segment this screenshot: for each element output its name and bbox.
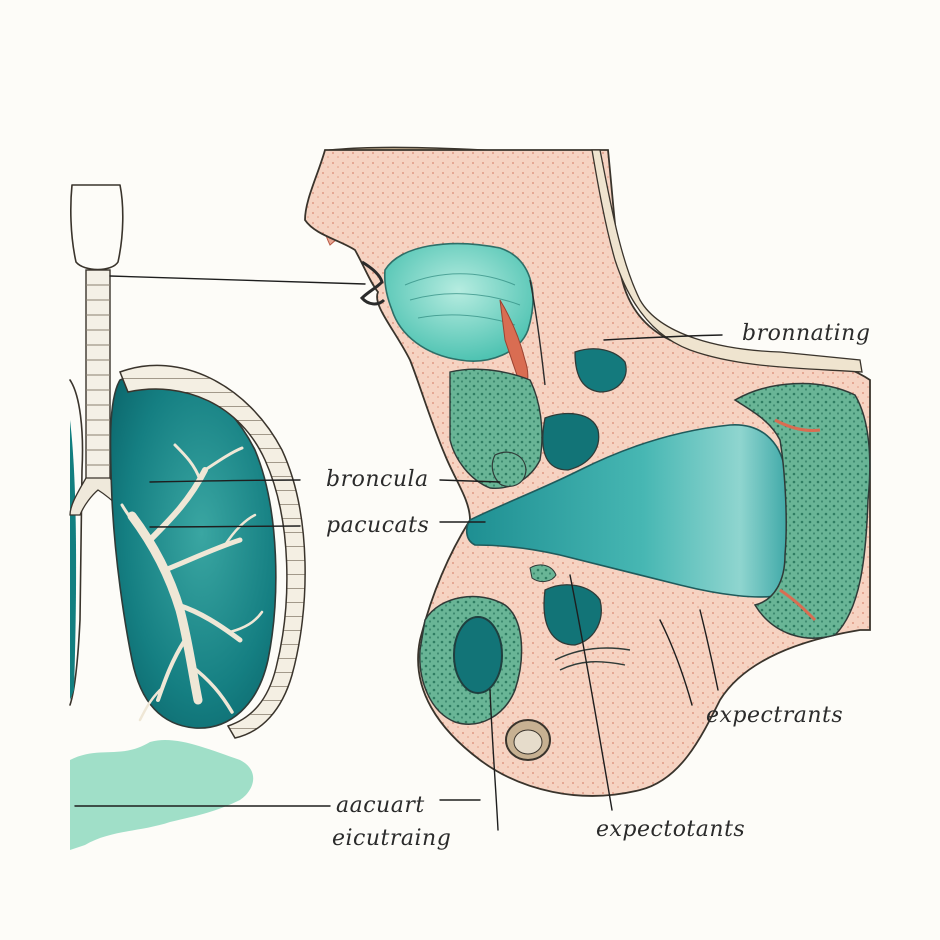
lips	[359, 260, 386, 306]
lung-figure	[69, 184, 306, 850]
tissue-lobe-right	[733, 382, 871, 639]
label-broncula: broncula	[326, 467, 429, 492]
right-lung	[109, 373, 277, 729]
label-aacuart: aacuart	[336, 793, 425, 818]
tissue-nodule	[491, 451, 527, 488]
left-lung-edge	[69, 379, 84, 706]
neck-band	[591, 149, 863, 373]
label-expectrants: expectrants	[706, 703, 843, 728]
air-pocket-upper	[574, 348, 627, 393]
leader-lines	[74, 275, 723, 831]
lower-air-hole	[453, 616, 503, 694]
label-bronnating: bronnating	[742, 321, 870, 346]
label-pacucats: pacucats	[326, 513, 429, 538]
air-pocket-mid	[542, 412, 600, 471]
bronchial-tree	[120, 443, 264, 722]
air-pocket-lower	[543, 584, 602, 646]
label-expectotants: expectotants	[596, 817, 745, 842]
airway-section	[304, 146, 871, 797]
watercolor-wash	[70, 740, 254, 850]
ribcage	[119, 364, 306, 739]
trachea-cap	[70, 184, 124, 271]
label-eicutraing: eicutraing	[332, 826, 451, 851]
